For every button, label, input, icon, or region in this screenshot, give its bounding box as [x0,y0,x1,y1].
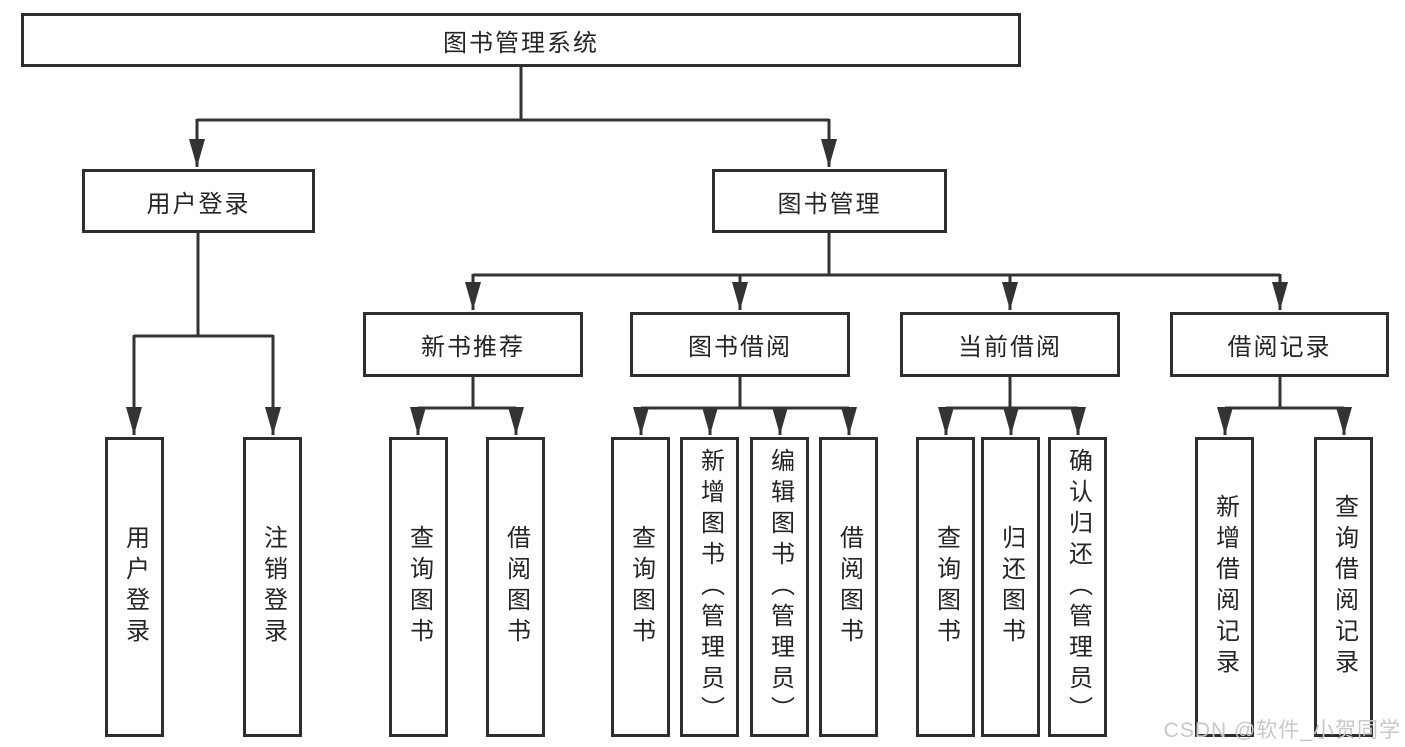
leaf-query-books-current-label: 查询图书 [932,525,960,649]
leaf-query-books-recommend: 查询图书 [389,437,448,737]
node-book-borrow: 图书借阅 [630,312,850,377]
node-book-borrow-label: 图书借阅 [688,334,792,361]
leaf-add-borrow-record-label: 新增借阅记录 [1211,494,1239,680]
csdn-watermark: CSDN @软件_小贺同学 [1163,719,1401,742]
node-current-borrow: 当前借阅 [900,312,1120,377]
node-book-management-label: 图书管理 [777,190,882,218]
node-current-borrow-label: 当前借阅 [958,334,1062,361]
node-user-login: 用户登录 [82,169,315,233]
node-borrow-records: 借阅记录 [1170,312,1389,377]
leaf-borrow-books-recommend: 借阅图书 [486,437,545,737]
leaf-query-books-borrow: 查询图书 [611,437,670,737]
leaf-add-book-admin: 新增图书（管理员） [680,437,739,737]
leaf-query-books-recommend-label: 查询图书 [405,525,433,649]
leaf-add-book-admin-label: 新增图书（管理员） [696,447,724,727]
node-borrow-records-label: 借阅记录 [1227,334,1332,361]
node-new-book-recommend-label: 新书推荐 [421,334,525,361]
leaf-borrow-books-recommend-label: 借阅图书 [502,525,530,649]
leaf-return-book-label: 归还图书 [997,525,1025,649]
leaf-query-books-current: 查询图书 [916,437,975,737]
leaf-borrow-books-label: 借阅图书 [835,525,863,649]
leaf-logout-label: 注销登录 [259,525,287,649]
leaf-add-borrow-record: 新增借阅记录 [1195,437,1254,737]
leaf-query-borrow-record: 查询借阅记录 [1314,437,1373,737]
leaf-edit-book-admin-label: 编辑图书（管理员） [766,447,794,727]
leaf-user-login: 用户登录 [105,437,164,737]
leaf-query-borrow-record-label: 查询借阅记录 [1330,494,1358,680]
node-user-login-label: 用户登录 [146,190,251,218]
leaf-confirm-return-admin-label: 确认归还（管理员） [1064,447,1092,727]
leaf-confirm-return-admin: 确认归还（管理员） [1048,437,1107,737]
node-root: 图书管理系统 [21,13,1021,67]
node-root-label: 图书管理系统 [443,29,599,57]
leaf-return-book: 归还图书 [981,437,1040,737]
node-book-management: 图书管理 [712,169,947,233]
leaf-edit-book-admin: 编辑图书（管理员） [750,437,809,737]
leaf-user-login-label: 用户登录 [121,525,149,649]
node-new-book-recommend: 新书推荐 [363,312,583,377]
leaf-borrow-books: 借阅图书 [819,437,878,737]
leaf-query-books-borrow-label: 查询图书 [627,525,655,649]
leaf-logout: 注销登录 [243,437,302,737]
